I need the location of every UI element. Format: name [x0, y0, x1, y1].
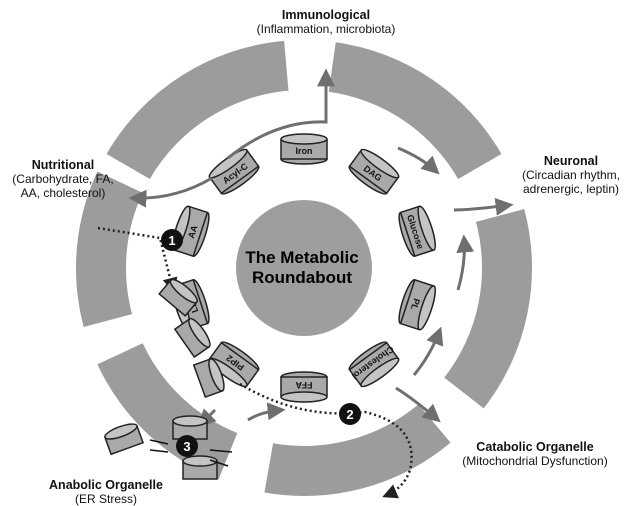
catabolic-label: Catabolic Organelle (Mitochondrial Dysfu… [438, 440, 632, 468]
arrow-lower-right [414, 330, 440, 375]
metabolite-cylinder: FFA [281, 372, 327, 402]
marker-3: 3 [176, 435, 198, 457]
neuronal-subtitle-line2: adrenergic, leptin) [510, 182, 632, 196]
nutritional-label: Nutritional (Carbohydrate, FA, AA, chole… [0, 158, 126, 200]
svg-text:2: 2 [346, 407, 353, 422]
metabolite-cylinder: DAG [347, 146, 402, 197]
anabolic-subtitle: (ER Stress) [36, 492, 176, 506]
metabolite-cylinder: Iron [281, 134, 327, 164]
catabolic-subtitle: (Mitochondrial Dysfunction) [438, 454, 632, 468]
neuronal-label: Neuronal (Circadian rhythm, adrenergic, … [510, 154, 632, 196]
nutritional-subtitle-line1: (Carbohydrate, FA, [0, 172, 126, 186]
center-title-line2: Roundabout [232, 268, 372, 288]
center-title-line1: The Metabolic [232, 248, 372, 268]
marker-2: 2 [339, 403, 361, 425]
er-cylinder [103, 421, 143, 454]
arrow-bottom [248, 410, 282, 420]
arrow-to-neuronal [454, 205, 510, 210]
immunological-label: Immunological (Inflammation, microbiota) [226, 8, 426, 36]
arrow-top-right [398, 148, 437, 172]
outer-band-segment [107, 41, 289, 179]
arrow-to-nutritional [132, 178, 212, 198]
er-cylinder [183, 456, 217, 479]
svg-text:3: 3 [183, 439, 190, 454]
metabolite-cylinder: Cholesterol [345, 338, 403, 391]
marker-1: 1 [161, 229, 183, 251]
nutritional-subtitle-line2: AA, cholesterol) [0, 186, 126, 200]
metabolite-cylinder: PL [396, 278, 439, 331]
nutritional-title: Nutritional [0, 158, 126, 172]
svg-text:1: 1 [168, 233, 175, 248]
catabolic-title: Catabolic Organelle [438, 440, 632, 454]
immunological-title: Immunological [226, 8, 426, 22]
neuronal-subtitle-line1: (Circadian rhythm, [510, 168, 632, 182]
immunological-subtitle: (Inflammation, microbiota) [226, 22, 426, 36]
arrow-right-side [458, 238, 464, 290]
metabolite-label: Iron [296, 146, 313, 156]
metabolite-label: FFA [295, 380, 312, 390]
anabolic-label: Anabolic Organelle (ER Stress) [36, 478, 176, 506]
metabolite-cylinder: Glucose [396, 205, 439, 258]
anabolic-title: Anabolic Organelle [36, 478, 176, 492]
outer-band-segment [444, 209, 532, 408]
center-title: The Metabolic Roundabout [232, 248, 372, 288]
neuronal-title: Neuronal [510, 154, 632, 168]
